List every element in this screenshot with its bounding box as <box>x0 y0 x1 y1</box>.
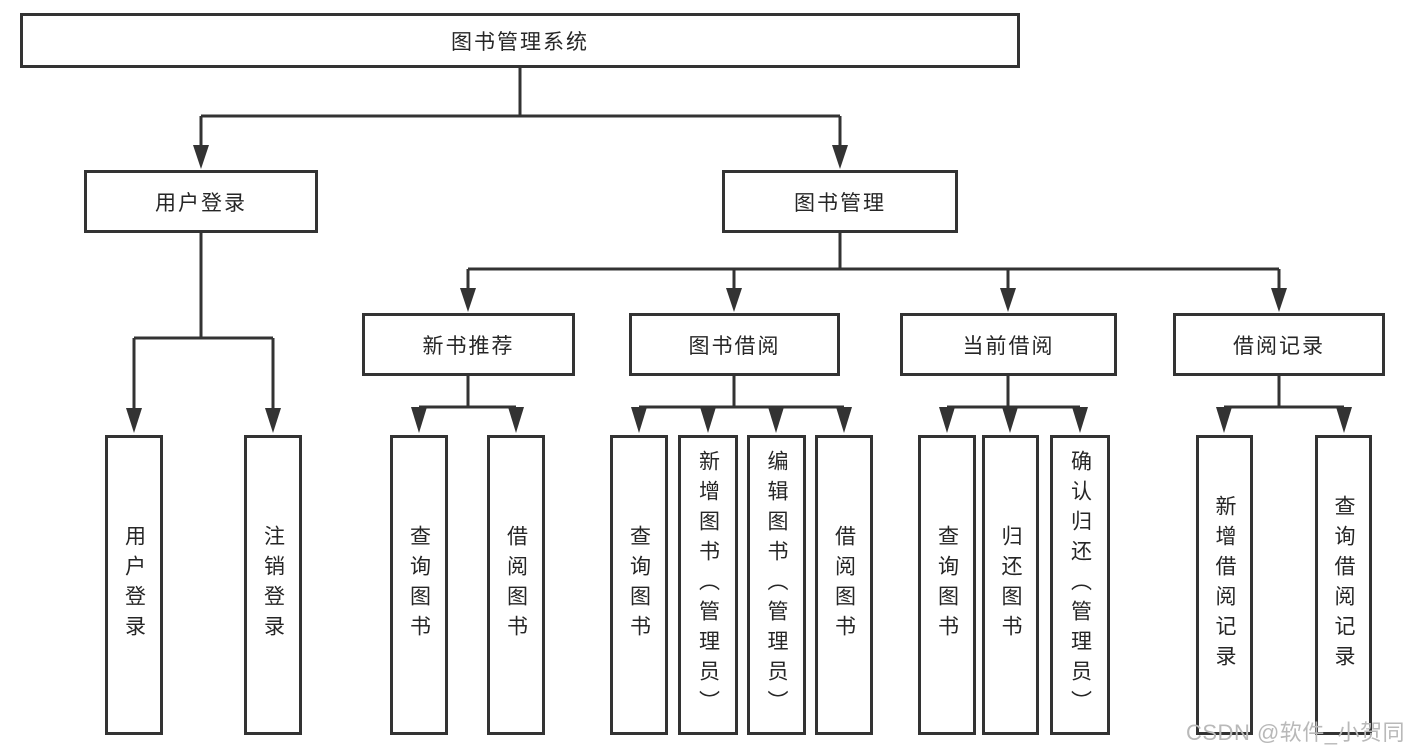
leaf-newbook-borrow-books: 借阅图书 <box>487 435 545 735</box>
node-new-book-recommend: 新书推荐 <box>362 313 575 376</box>
leaf-newbook-query-books: 查询图书 <box>390 435 448 735</box>
node-current-borrow: 当前借阅 <box>900 313 1117 376</box>
leaf-confirm-return-admin: 确认归还（管理员） <box>1050 435 1110 735</box>
leaf-add-borrow-record: 新增借阅记录 <box>1196 435 1253 735</box>
leaf-borrow-books: 借阅图书 <box>815 435 873 735</box>
node-user-login: 用户登录 <box>84 170 318 233</box>
node-book-borrow: 图书借阅 <box>629 313 840 376</box>
leaf-logout: 注销登录 <box>244 435 302 735</box>
node-book-management: 图书管理 <box>722 170 958 233</box>
leaf-user-login: 用户登录 <box>105 435 163 735</box>
leaf-current-query-books: 查询图书 <box>918 435 976 735</box>
leaf-add-books-admin: 新增图书（管理员） <box>678 435 738 735</box>
leaf-borrow-query-books: 查询图书 <box>610 435 668 735</box>
connector-records-branch <box>1216 376 1352 433</box>
leaf-edit-books-admin: 编辑图书（管理员） <box>747 435 806 735</box>
connector-newbook-branch <box>411 376 524 433</box>
connector-root-to-level2 <box>193 68 848 169</box>
node-borrow-records: 借阅记录 <box>1173 313 1385 376</box>
leaf-query-borrow-record: 查询借阅记录 <box>1315 435 1372 735</box>
connector-currentborrow-branch <box>939 376 1088 433</box>
watermark: CSDN @软件_小贺同学 <box>1186 720 1405 745</box>
leaf-return-books: 归还图书 <box>982 435 1039 735</box>
connector-bookborrow-branch <box>631 376 852 433</box>
node-root-library-system: 图书管理系统 <box>20 13 1020 68</box>
connector-user-login-branch <box>126 233 281 433</box>
connector-book-mgmt-branch <box>460 233 1287 312</box>
